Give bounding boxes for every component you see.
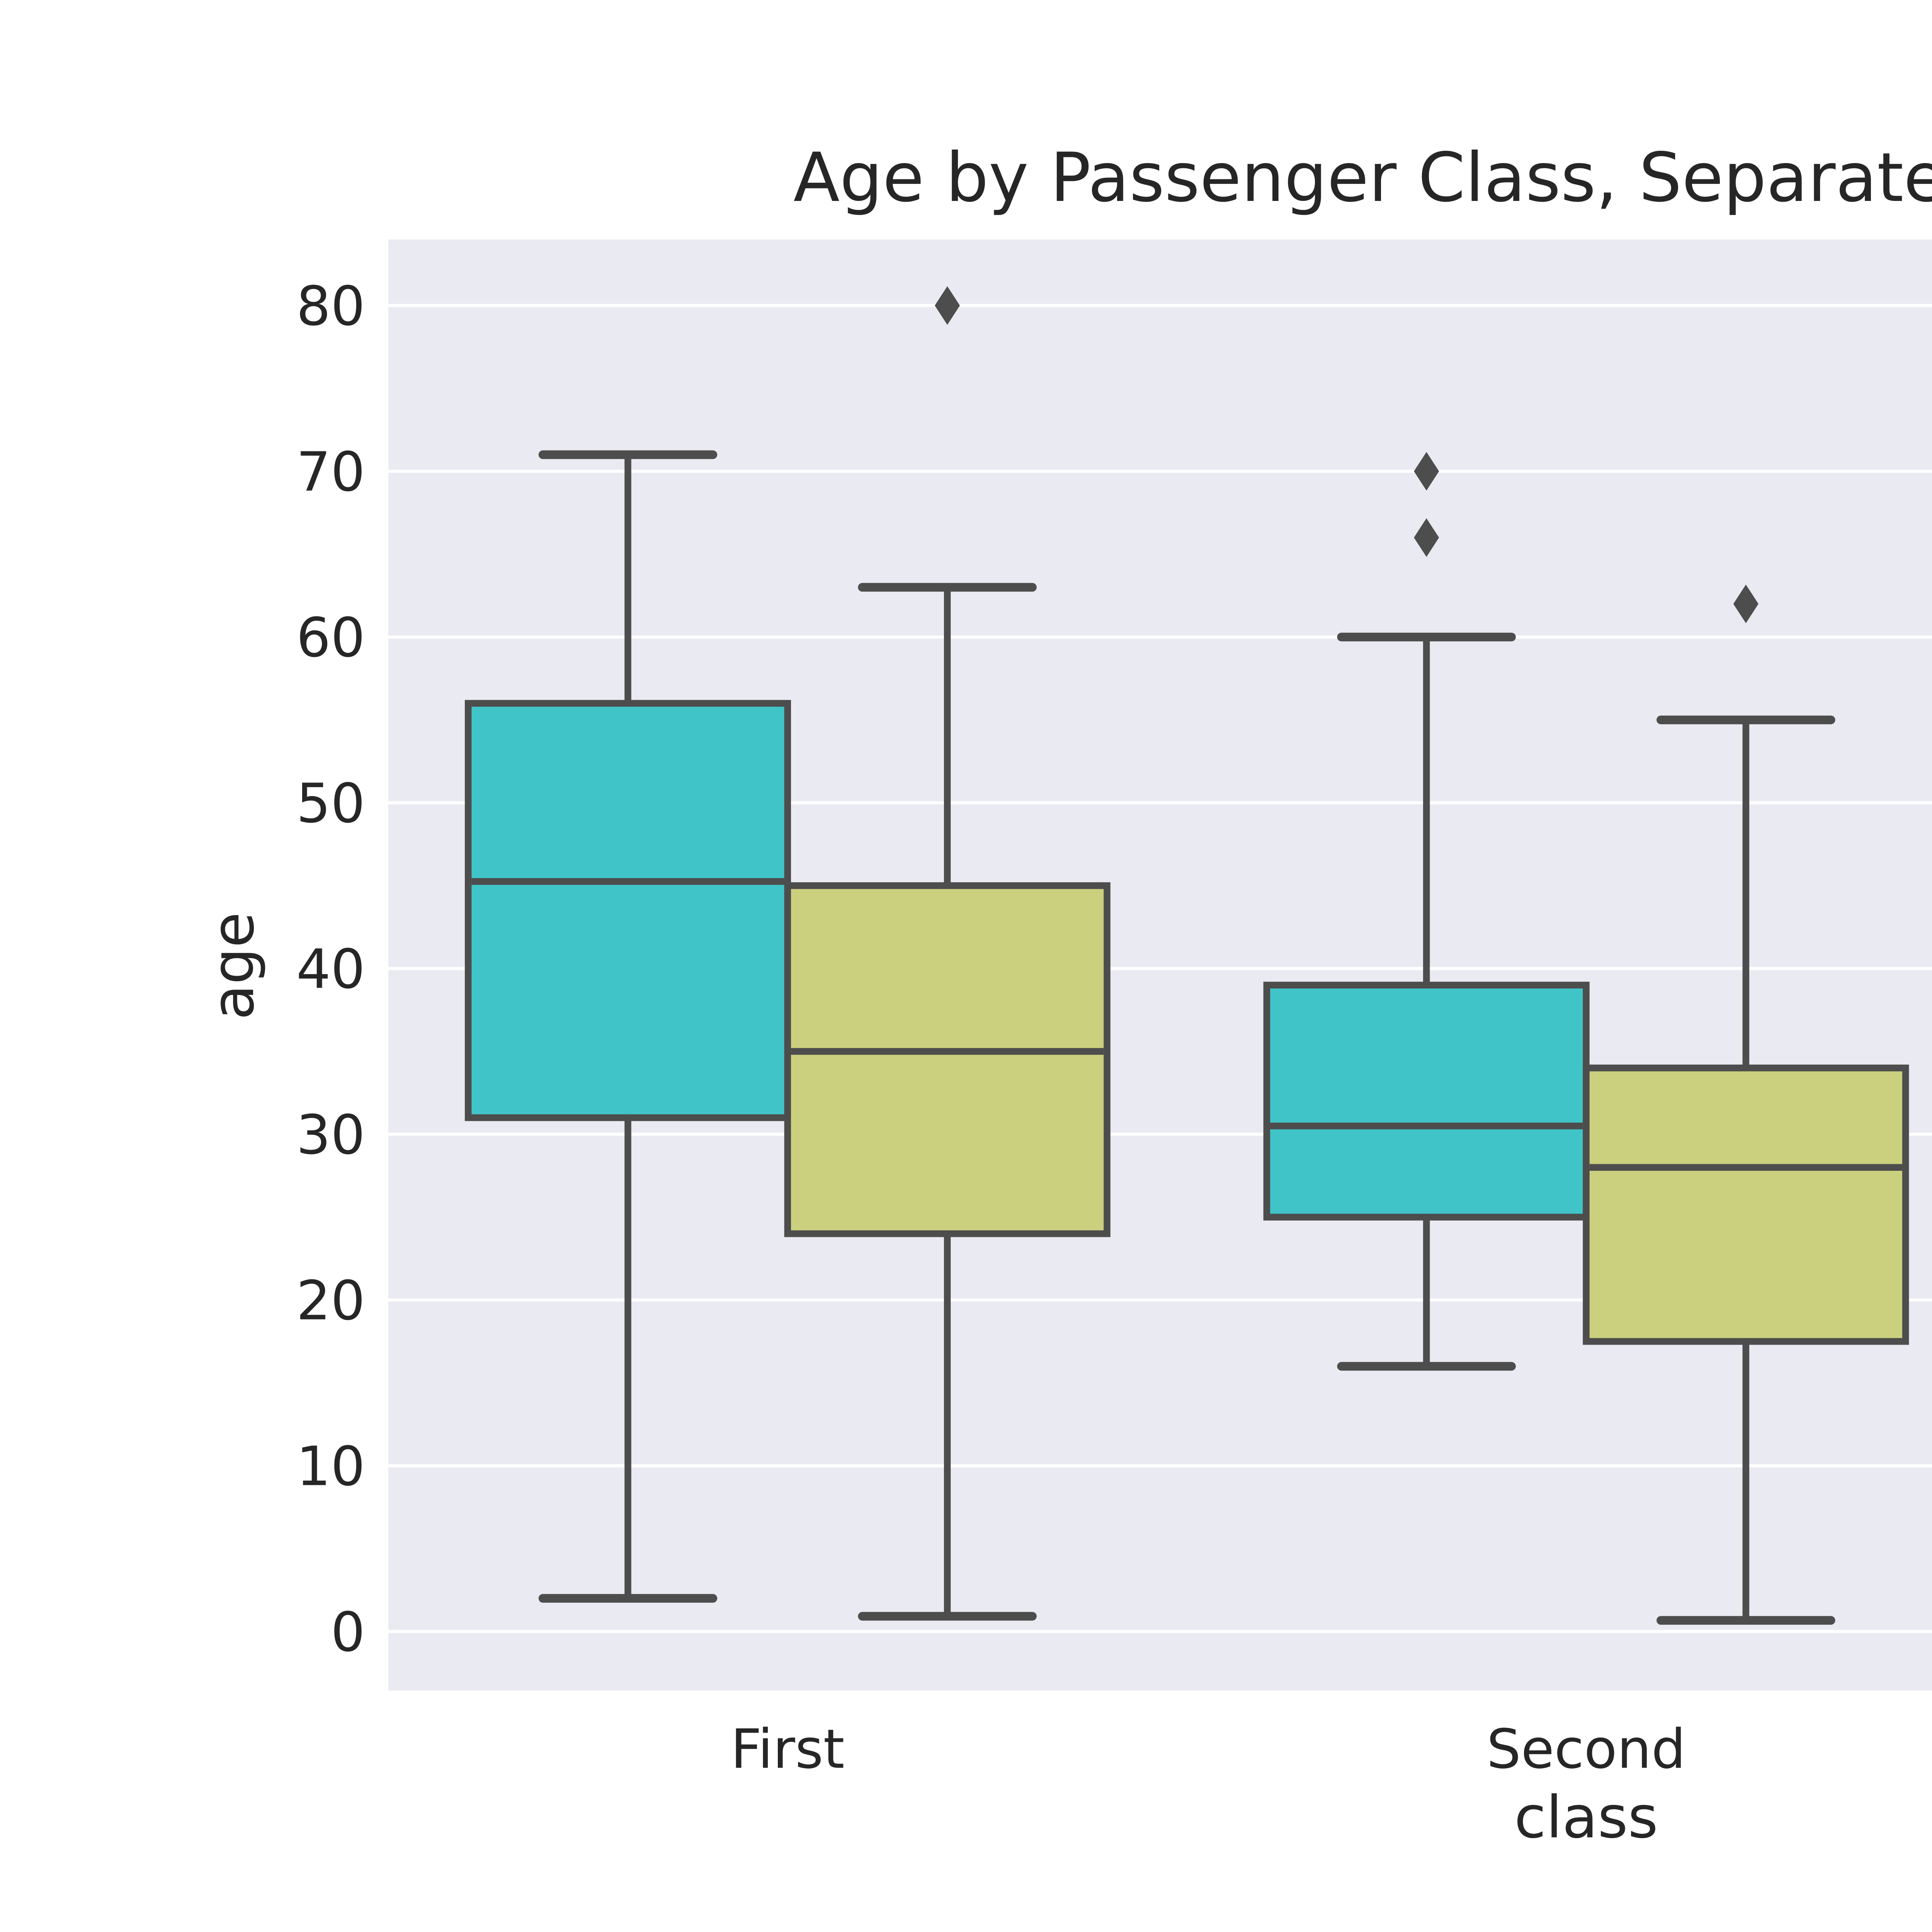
boxgroup-first-survived-0 [464, 450, 791, 1603]
y-tick-label-0: 0 [331, 1601, 365, 1664]
boxes [464, 286, 1909, 1625]
outlier-second-survived-1-age-62 [1733, 584, 1759, 623]
box-second-survived-0 [1263, 981, 1590, 1221]
x-tick-label-second: Second [1486, 1718, 1685, 1781]
box-second-survived-1 [1583, 1065, 1909, 1345]
y-tick-label-70: 70 [296, 441, 365, 504]
y-tick-label-40: 40 [296, 938, 365, 1001]
y-tick-label-50: 50 [296, 772, 365, 835]
outlier-second-survived-0-age-70 [1414, 452, 1439, 491]
box-first-survived-0 [464, 700, 791, 1121]
y-tick-label-10: 10 [296, 1435, 365, 1498]
y-tick-label-80: 80 [296, 275, 365, 338]
boxgroup-second-survived-1 [1583, 584, 1909, 1625]
y-tick-labels: 0 10 20 30 40 50 60 70 80 [296, 275, 365, 1664]
y-tick-label-60: 60 [296, 607, 365, 670]
x-tick-label-first: First [731, 1718, 845, 1781]
y-axis-label: age [200, 912, 267, 1020]
chart-title: Age by Passenger Class, Separated by Sur… [793, 139, 1932, 217]
y-tick-label-30: 30 [296, 1104, 365, 1167]
boxgroup-second-survived-0 [1263, 452, 1590, 1371]
boxgroup-first-survived-1 [784, 286, 1111, 1621]
x-axis-label: class [1514, 1784, 1658, 1851]
y-tick-label-20: 20 [296, 1269, 365, 1332]
box-first-survived-1 [784, 882, 1111, 1237]
outlier-second-survived-0-age-66 [1414, 518, 1439, 557]
outlier-first-survived-1-age-80 [935, 286, 960, 325]
x-tick-labels: FirstSecondThird [731, 1718, 1686, 1781]
